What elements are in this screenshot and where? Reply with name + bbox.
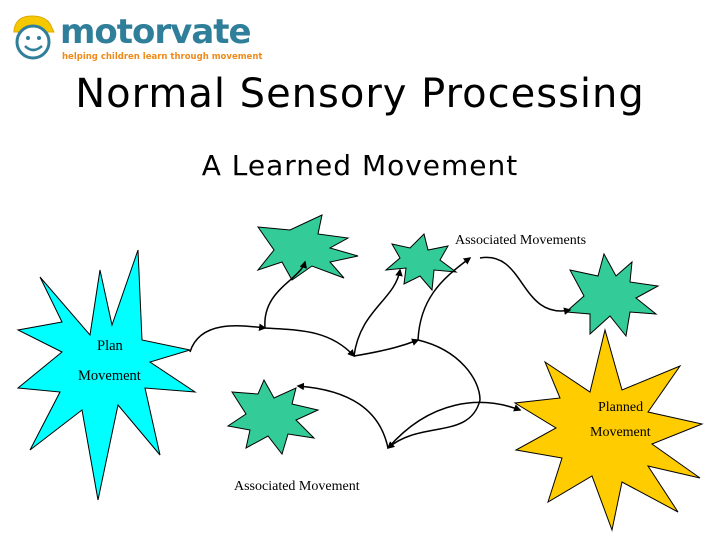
associated-star-right bbox=[564, 252, 660, 338]
arrow-hub-to-center bbox=[264, 327, 356, 358]
plan-label: Plan bbox=[97, 338, 123, 354]
arrow-lower-to-planned bbox=[387, 401, 522, 449]
smiley-face-logo-icon bbox=[13, 15, 55, 60]
planned-movement-star bbox=[513, 328, 704, 532]
movement-label: Movement bbox=[78, 368, 141, 384]
logo-tagline: helping children learn through movement bbox=[62, 52, 263, 62]
arrow-center-to-junction bbox=[353, 338, 420, 357]
arrow-lower-to-bottom-star bbox=[296, 382, 389, 449]
motorvate-logo: motorvate helping children learn through… bbox=[8, 10, 262, 62]
associated-star-middle bbox=[384, 233, 458, 292]
arrow-center-to-mid-star bbox=[353, 268, 403, 357]
associated-movement-label: Associated Movement bbox=[234, 479, 360, 494]
plan-movement-star bbox=[16, 249, 197, 501]
arrow-plan-to-hub bbox=[189, 323, 267, 353]
arrow-hub-to-top-star bbox=[264, 260, 307, 329]
arrow-mid-to-right-star bbox=[479, 256, 572, 315]
associated-movements-label: Associated Movements bbox=[455, 233, 587, 248]
arrow-junction-to-right bbox=[417, 257, 472, 341]
connection-arrows bbox=[189, 256, 572, 449]
planned-label: Planned bbox=[598, 400, 644, 415]
page-subtitle: A Learned Movement bbox=[201, 149, 519, 182]
arrow-junction-to-lower bbox=[386, 339, 481, 449]
planned-movement-label: Movement bbox=[590, 425, 651, 440]
page-title: Normal Sensory Processing bbox=[75, 71, 645, 117]
associated-star-bottom bbox=[226, 378, 320, 456]
associated-star-top bbox=[256, 214, 359, 281]
logo-name: motorvate bbox=[60, 12, 252, 52]
